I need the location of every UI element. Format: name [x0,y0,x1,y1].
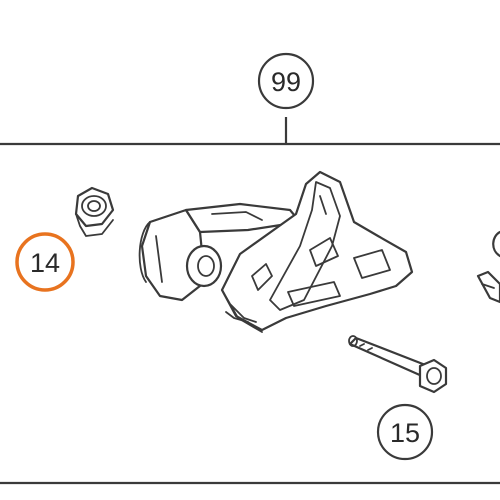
callout-14-label: 14 [30,248,60,278]
hex-nut-part [74,186,115,237]
callout-99-label: 99 [271,67,301,97]
callout-15-label: 15 [390,418,420,448]
chain-guide-part [138,170,414,333]
callout-14[interactable]: 14 [15,232,75,292]
edge-part [476,230,500,304]
assembly-bracket [0,117,500,485]
callout-99[interactable]: 99 [257,52,315,110]
callout-15[interactable]: 15 [376,403,434,461]
bolt-part [348,335,448,394]
